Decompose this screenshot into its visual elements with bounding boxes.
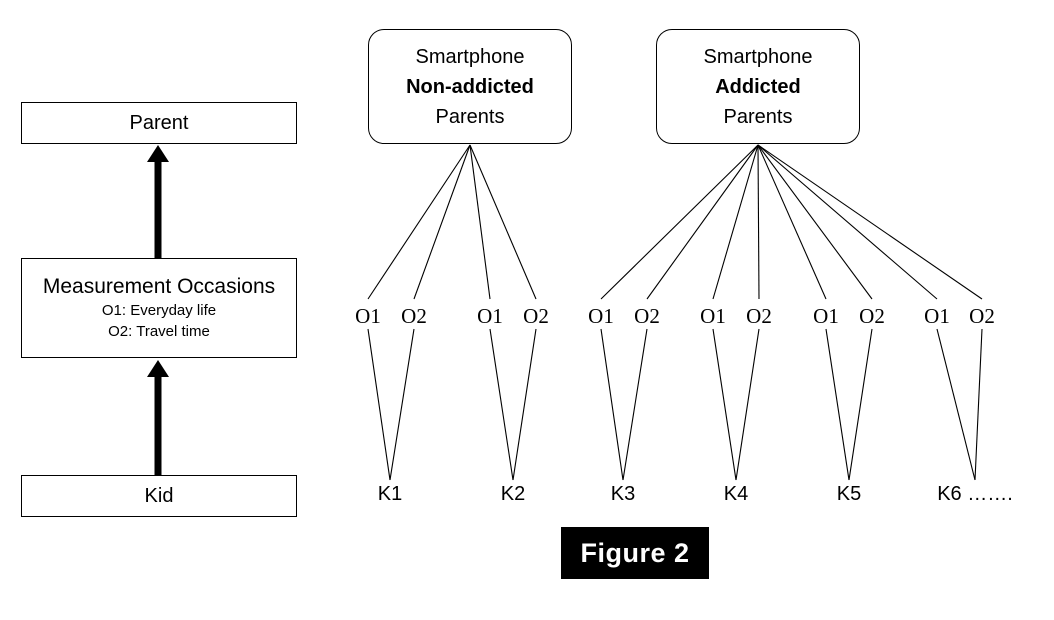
occasion-label-o1-k6: O1	[924, 304, 950, 328]
legend-box-parent-title: Parent	[129, 112, 189, 134]
legend-box-kid-title: Kid	[144, 485, 174, 507]
occasion-label-o1-k3: O1	[588, 304, 614, 328]
edge-o1-to-k2	[489, 328, 514, 481]
edge-o2-to-k2	[512, 328, 537, 481]
edge-o2-to-k5	[848, 328, 873, 481]
edge-o1-to-k5	[825, 328, 850, 481]
edge-non-addicted-to-o1-of-k2	[469, 144, 491, 300]
occasion-label-o1-k4: O1	[700, 304, 726, 328]
legend-box-parent: Parent	[21, 102, 297, 144]
legend-arrow-measurement-to-parent	[147, 145, 169, 258]
edge-o1-to-k3	[600, 328, 624, 481]
edge-addicted-to-o1-of-k6	[757, 144, 938, 300]
group-box-addicted-line-1: Smartphone	[703, 45, 813, 68]
legend-box-measurement-occasions: Measurement Occasions O1: Everyday life …	[21, 258, 297, 358]
occasion-label-o2-k1: O2	[401, 304, 427, 328]
edge-o1-to-k1	[367, 328, 391, 481]
edge-addicted-to-o1-of-k3	[600, 144, 759, 300]
group-box-non-addicted-line-2: Non-addicted	[406, 75, 534, 98]
legend-box-measurement-subline-1: O1: Everyday life	[101, 302, 217, 319]
legend-box-measurement-title: Measurement Occasions	[42, 275, 276, 298]
kid-label-k4: K4	[723, 483, 749, 505]
group-box-non-addicted-line-1: Smartphone	[415, 45, 525, 68]
edge-addicted-to-o1-of-k4	[712, 144, 759, 300]
occasion-label-o2-k4: O2	[746, 304, 772, 328]
edge-o2-to-k3	[622, 328, 648, 481]
edge-o2-to-k4	[735, 328, 760, 481]
edge-o2-to-k6	[974, 328, 983, 481]
occasion-label-o2-k2: O2	[523, 304, 549, 328]
figure-caption: Figure 2	[561, 527, 709, 579]
occasion-label-o1-k2: O1	[477, 304, 503, 328]
group-box-non-addicted-line-3: Parents	[435, 105, 505, 128]
occasion-label-o2-k5: O2	[859, 304, 885, 328]
edge-non-addicted-to-o2-of-k2	[469, 144, 537, 300]
figure-caption-text: Figure 2	[580, 537, 690, 568]
group-box-addicted-line-2: Addicted	[715, 75, 801, 98]
edge-o1-to-k6	[936, 328, 976, 481]
edge-addicted-to-o1-of-k5	[757, 144, 827, 300]
edge-non-addicted-to-o1-of-k1	[367, 144, 471, 300]
edge-addicted-to-o2-of-k6	[757, 144, 983, 300]
kid-label-k2: K2	[500, 483, 526, 505]
kid-label-k1: K1	[377, 483, 403, 505]
kid-label-k6: K6 …….	[937, 483, 1013, 505]
legend-box-kid: Kid	[21, 475, 297, 517]
edge-o2-to-k1	[389, 328, 415, 481]
edge-addicted-to-o2-of-k5	[757, 144, 873, 300]
kid-label-k3: K3	[610, 483, 636, 505]
legend-arrow-kid-to-measurement	[147, 360, 169, 475]
legend-box-measurement-subline-2: O2: Travel time	[108, 323, 210, 340]
occasion-label-o2-k3: O2	[634, 304, 660, 328]
kid-label-k5: K5	[836, 483, 862, 505]
occasion-label-o1-k5: O1	[813, 304, 839, 328]
edge-non-addicted-to-o2-of-k1	[413, 144, 471, 300]
group-box-non-addicted-parents: Smartphone Non-addicted Parents	[368, 29, 572, 144]
edge-addicted-to-o2-of-k4	[757, 144, 760, 300]
occasion-label-o1-k1: O1	[355, 304, 381, 328]
edge-addicted-to-o2-of-k3	[646, 144, 759, 300]
group-box-addicted-parents: Smartphone Addicted Parents	[656, 29, 860, 144]
occasion-label-o2-k6: O2	[969, 304, 995, 328]
group-box-addicted-line-3: Parents	[723, 105, 793, 128]
edge-o1-to-k4	[712, 328, 737, 481]
